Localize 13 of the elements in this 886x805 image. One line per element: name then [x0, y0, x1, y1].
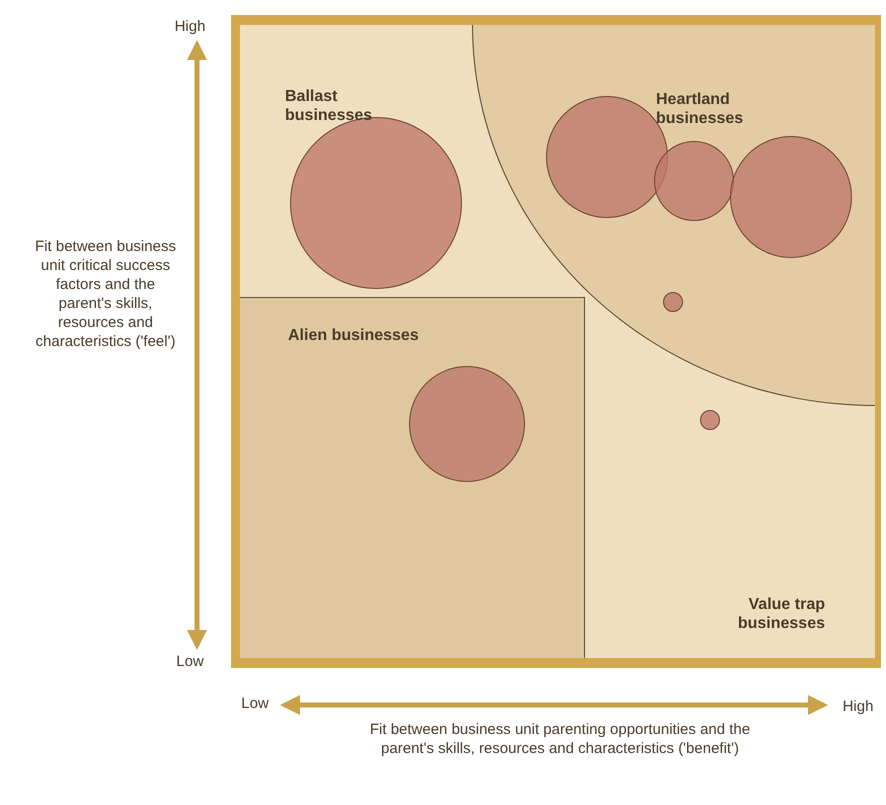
- quadrant-label: Ballast businesses: [285, 87, 374, 125]
- axis-end-label: High: [174, 17, 206, 36]
- axis-end-label: Low: [240, 694, 270, 713]
- quadrant-label: Alien businesses: [288, 326, 420, 345]
- axis-title: Fit between business unit critical success factors and the parent's skills, resources and characteristics ('feel'): [34, 237, 177, 351]
- quadrant-label: Heartland businesses: [656, 90, 744, 128]
- axis-end-label: High: [842, 697, 874, 716]
- business-bubble: [700, 410, 720, 430]
- quadrant-label: Value trap businesses: [736, 595, 825, 633]
- quadrant-region: [240, 297, 585, 658]
- axis-title: Fit between business unit parenting opportunities and the parent's skills, resources and characteristics ('benefit'): [368, 720, 752, 758]
- business-bubble: [663, 292, 683, 312]
- axis-end-label: Low: [175, 652, 205, 671]
